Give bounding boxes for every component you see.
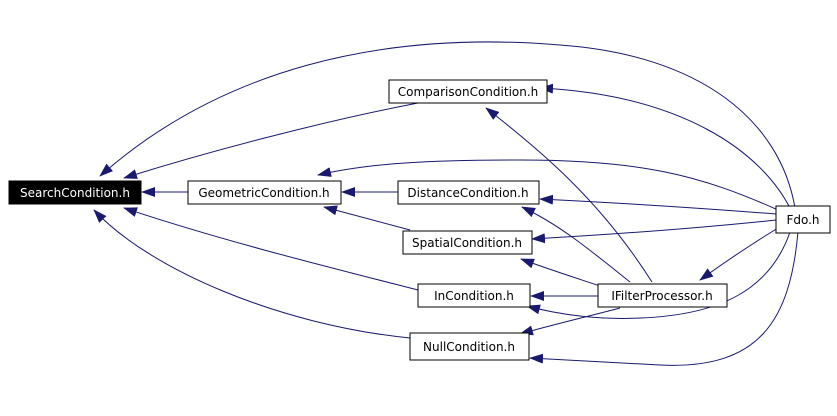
node-comparison-condition[interactable]: ComparisonCondition.h [388,79,548,104]
edge-in-to-search [123,207,419,291]
node-in-condition-label: InCondition.h [434,289,514,303]
edge-ifilter-to-distance [521,206,631,283]
edge-fdo-to-null [529,231,799,366]
edge-fdo-to-ifilter [699,227,779,281]
node-spatial-condition[interactable]: SpatialCondition.h [402,230,533,255]
edge-fdo-to-geometric [317,159,779,211]
node-null-condition-label: NullCondition.h [423,340,515,354]
node-distance-condition-label: DistanceCondition.h [407,186,528,200]
edge-fdo-to-in [526,231,791,319]
node-fdo[interactable]: Fdo.h [775,205,831,234]
node-search-condition[interactable]: SearchCondition.h [8,180,142,205]
node-comparison-condition-label: ComparisonCondition.h [398,85,539,99]
node-ifilter-processor[interactable]: IFilterProcessor.h [597,283,728,308]
edge-null-to-search [93,209,411,339]
edge-fdo-to-distance [539,194,777,215]
node-fdo-label: Fdo.h [786,213,819,227]
node-spatial-condition-label: SpatialCondition.h [412,236,522,250]
edge-spatial-to-geometric [323,205,411,231]
node-geometric-condition[interactable]: GeometricCondition.h [187,180,342,205]
node-search-condition-label: SearchCondition.h [20,186,130,200]
node-ifilter-processor-label: IFilterProcessor.h [611,289,712,303]
node-null-condition[interactable]: NullCondition.h [409,332,530,361]
edge-ifilter-to-null [519,307,621,336]
edge-ifilter-to-comparison [485,107,653,283]
edge-fdo-to-search [99,41,796,209]
edge-ifilter-to-spatial [520,258,601,287]
edge-fdo-to-spatial [531,219,777,244]
node-in-condition[interactable]: InCondition.h [417,283,531,308]
edge-comparison-to-search [123,102,419,179]
node-geometric-condition-label: GeometricCondition.h [198,186,329,200]
edge-fdo-to-comparison [539,83,791,209]
node-distance-condition[interactable]: DistanceCondition.h [397,180,540,205]
